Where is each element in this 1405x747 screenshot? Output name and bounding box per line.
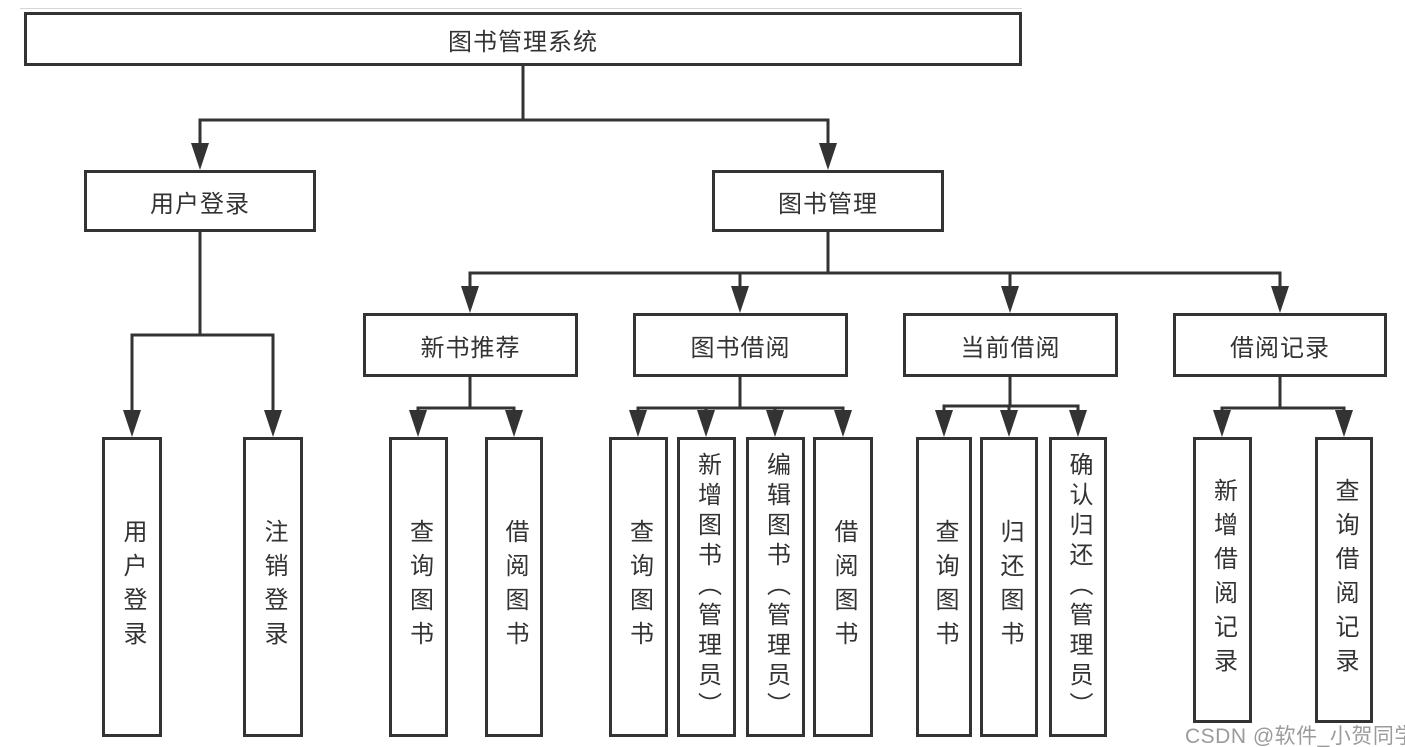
leaf-label: 确认归还（管理员） (1065, 452, 1092, 722)
arrowhead (1001, 286, 1019, 313)
leaf-label: 归还图书 (996, 519, 1023, 655)
leaf-edit-books-admin: 编辑图书（管理员） (746, 437, 805, 737)
node-label: 新书推荐 (420, 334, 521, 362)
arrowhead (505, 410, 523, 437)
arrowhead (409, 410, 427, 437)
node-library-management-system: 图书管理系统 (24, 12, 1022, 66)
arrowhead (834, 410, 852, 437)
arrowhead-group (123, 143, 1353, 437)
leaf-label: 新增借阅记录 (1209, 478, 1237, 682)
leaf-borrow-books: 借阅图书 (813, 437, 873, 737)
leaf-label: 注销登录 (260, 519, 287, 655)
node-borrowing-records: 借阅记录 (1173, 313, 1387, 377)
leaf-user-login: 用户登录 (102, 437, 162, 737)
leaf-label: 借阅图书 (501, 519, 528, 655)
leaf-label: 查询图书 (625, 519, 653, 655)
arrowhead (697, 410, 715, 437)
leaf-confirm-return-admin: 确认归还（管理员） (1049, 437, 1107, 737)
arrowhead (1069, 410, 1087, 437)
arrowhead (935, 410, 953, 437)
node-user-login: 用户登录 (84, 170, 316, 232)
leaf-label: 编辑图书（管理员） (762, 452, 790, 722)
arrowhead (123, 410, 141, 437)
leaf-return-books: 归还图书 (980, 437, 1038, 737)
leaf-query-books-current: 查询图书 (916, 437, 972, 737)
node-label: 图书借阅 (690, 334, 791, 362)
arrowhead (1271, 286, 1289, 313)
node-label: 用户登录 (150, 190, 250, 218)
watermark: CSDN @软件_小贺同学 (1185, 725, 1405, 747)
leaf-label: 用户登录 (119, 519, 146, 655)
node-label: 当前借阅 (960, 334, 1061, 362)
leaf-query-borrow-record: 查询借阅记录 (1315, 437, 1373, 723)
node-new-book-recommendation: 新书推荐 (363, 313, 578, 377)
node-book-management: 图书管理 (712, 170, 944, 232)
leaf-label: 查询图书 (931, 519, 958, 655)
arrowhead (766, 410, 784, 437)
leaf-label: 查询借阅记录 (1331, 478, 1358, 682)
arrowhead (731, 286, 749, 313)
node-book-borrowing: 图书借阅 (633, 313, 848, 377)
arrowhead (819, 143, 837, 170)
leaf-borrow-books-recommend: 借阅图书 (485, 437, 543, 737)
arrowhead (461, 286, 479, 313)
node-current-borrowing: 当前借阅 (903, 313, 1118, 377)
leaf-label: 查询图书 (405, 519, 433, 655)
arrowhead (1213, 410, 1231, 437)
arrowhead (1000, 410, 1018, 437)
leaf-add-books-admin: 新增图书（管理员） (677, 437, 736, 737)
leaf-add-borrow-record: 新增借阅记录 (1193, 437, 1252, 723)
top-hairline (20, 8, 1022, 9)
arrowhead (629, 410, 647, 437)
leaf-label: 新增图书（管理员） (693, 452, 721, 722)
node-label: 图书管理 (778, 190, 878, 218)
node-label: 借阅记录 (1230, 334, 1330, 362)
leaf-logout-login: 注销登录 (243, 437, 303, 737)
arrowhead (1335, 410, 1353, 437)
leaf-query-books-borrow: 查询图书 (609, 437, 668, 737)
node-label: 图书管理系统 (448, 28, 598, 56)
leaf-query-books-recommend: 查询图书 (389, 437, 448, 737)
leaf-label: 借阅图书 (830, 519, 857, 655)
arrowhead (191, 143, 209, 170)
arrowhead (264, 410, 282, 437)
